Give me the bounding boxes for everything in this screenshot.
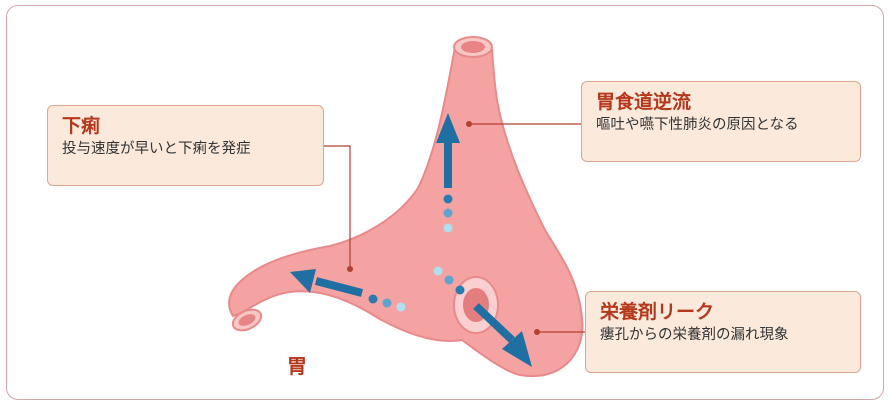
leak-description: 瘻孔からの栄養剤の漏れ現象 xyxy=(600,324,846,346)
stomach-label: 胃 xyxy=(287,350,307,379)
diarrhea-title: 下痢 xyxy=(62,114,309,138)
diarrhea-description: 投与速度が早いと下痢を発症 xyxy=(62,138,309,160)
reflux-callout: 胃食道逆流 嘔吐や嚥下性肺炎の原因となる xyxy=(581,81,861,162)
leak-title: 栄養剤リーク xyxy=(600,300,846,324)
diarrhea-callout: 下痢 投与速度が早いと下痢を発症 xyxy=(47,105,324,186)
leak-callout: 栄養剤リーク 瘻孔からの栄養剤の漏れ現象 xyxy=(585,291,861,373)
reflux-title: 胃食道逆流 xyxy=(596,90,846,114)
stomach-shape xyxy=(229,47,582,376)
reflux-description: 嘔吐や嚥下性肺炎の原因となる xyxy=(596,114,846,136)
